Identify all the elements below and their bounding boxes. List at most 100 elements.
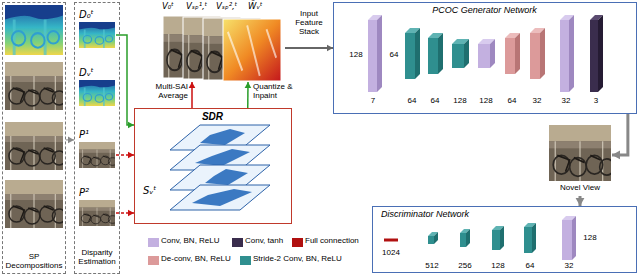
sp-image	[79, 200, 117, 226]
layer-size: 64	[382, 51, 406, 60]
layer-size: 128	[448, 97, 472, 106]
layer-size: 256	[453, 262, 477, 271]
image-node: Dᵥᵗ	[78, 67, 116, 107]
math-label: P²	[79, 187, 115, 198]
edge-label: Multi-SAI Average	[136, 83, 188, 101]
conv-layer	[560, 15, 574, 92]
disparity-map	[79, 22, 115, 48]
layer-size: 512	[420, 262, 444, 271]
connector-line	[116, 35, 134, 125]
connector	[285, 45, 333, 52]
disparity-map	[79, 80, 115, 106]
math-label: Sᵥᵗ	[143, 185, 169, 196]
sp-image	[79, 142, 117, 168]
image-node: D₀ᵗ	[78, 9, 116, 49]
group-box: SP Decompositions	[2, 2, 66, 274]
group-title: SP Decompositions	[3, 253, 65, 271]
layer-size: 64	[423, 97, 447, 106]
novel-view-image	[549, 125, 614, 181]
connector	[116, 210, 134, 217]
connector-line	[612, 114, 628, 155]
layer-size: 128	[486, 262, 510, 271]
feature-stack: V₀ᵗVₛₚ¹,ᵗVₛₚ²,ᵗW̃ᵥᵗ	[160, 2, 285, 82]
sp-image	[5, 122, 66, 170]
arrow-head	[612, 151, 620, 160]
legend-swatch	[232, 238, 243, 247]
layer-size: 3	[584, 97, 608, 106]
layer-size: 7	[361, 97, 385, 106]
sp-image	[5, 180, 66, 228]
layer-size: 128	[344, 51, 368, 60]
math-label: P¹	[79, 129, 115, 140]
legend-text: De-conv, BN, ReLU	[161, 255, 231, 264]
math-label: W̃ᵥᵗ	[248, 2, 278, 12]
conv-layer	[478, 39, 495, 68]
legend-swatch	[292, 238, 303, 247]
legend-text: Conv, BN, ReLU	[161, 237, 220, 246]
deconv-layer	[530, 28, 545, 79]
layer-size: 32	[525, 97, 549, 106]
connector	[576, 196, 585, 206]
math-label: D₀ᵗ	[79, 9, 115, 20]
image-node: P¹	[78, 129, 116, 169]
math-label: V₀ᵗ	[162, 2, 186, 12]
connector-line	[285, 47, 333, 49]
connector	[116, 152, 134, 159]
edge-label: Quantize & Inpaint	[253, 83, 305, 101]
conv-layer	[368, 15, 382, 92]
group-title: Disparity Estimation	[75, 249, 119, 267]
math-label: Dᵥᵗ	[79, 67, 115, 78]
conv-layer	[562, 216, 576, 260]
stride-conv-layer	[460, 229, 470, 247]
layer-size: 32	[557, 262, 581, 271]
layer-size: 128	[474, 97, 498, 106]
connector	[116, 35, 134, 128]
module-title: SDR	[135, 111, 290, 122]
layer-size: 32	[554, 97, 578, 106]
arrow-head	[245, 82, 252, 88]
legend-swatch	[148, 238, 159, 247]
module-box: SDR Sᵥᵗ	[134, 108, 292, 224]
stride-conv-layer	[492, 226, 504, 250]
connector	[66, 137, 74, 144]
arrow-head	[189, 82, 196, 88]
connector	[612, 114, 628, 159]
stride-conv-layer	[524, 223, 536, 253]
layer-size: 128	[578, 234, 602, 243]
legend-text: Conv, tanh	[245, 237, 283, 246]
deconv-layer	[505, 33, 520, 74]
edge-label: Input Feature Stack	[287, 10, 331, 37]
math-label: Vₛₚ¹,ᵗ	[186, 2, 215, 12]
network-title: PCOC Generator Network	[334, 5, 635, 15]
stride-conv-layer	[428, 33, 443, 74]
layer-size: 1024	[379, 249, 403, 258]
legend-swatch	[240, 256, 251, 265]
full-connection	[384, 239, 398, 242]
tanh-layer	[590, 15, 603, 92]
sdr-slice	[170, 185, 270, 210]
stack-frame	[223, 19, 281, 81]
image-caption: Novel View	[548, 184, 612, 193]
stride-conv-layer	[428, 232, 438, 244]
legend-swatch	[148, 256, 159, 265]
layer-size: 64	[500, 97, 524, 106]
layer-size: 64	[518, 262, 542, 271]
layer-size: 64	[400, 97, 424, 106]
legend-text: Full connection	[305, 237, 359, 246]
connector	[245, 82, 252, 108]
math-label: Vₛₚ²,ᵗ	[216, 2, 245, 12]
sp-image	[5, 5, 63, 55]
connector	[189, 82, 196, 108]
stride-conv-layer	[452, 39, 469, 68]
group-box: Disparity Estimation D₀ᵗDᵥᵗP¹ P²	[74, 2, 120, 274]
weight-map	[223, 19, 281, 81]
network-title: Discriminator Network	[381, 209, 531, 219]
legend-text: Stride-2 Conv, BN, ReLU	[253, 255, 342, 264]
image-node: P²	[78, 187, 116, 227]
sp-image	[5, 62, 66, 110]
stride-conv-layer	[405, 28, 420, 79]
arrow-head	[576, 198, 585, 206]
